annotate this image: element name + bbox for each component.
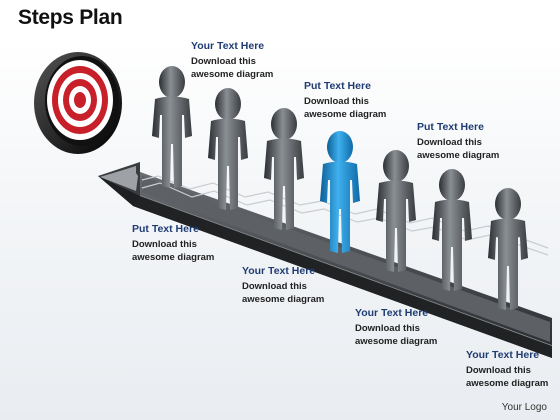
step-label-1: Your Text Here Download this awesome dia…: [191, 40, 316, 81]
target-icon: [34, 52, 122, 154]
figure-2: [208, 88, 248, 210]
step-label-3: Your Text Here Download this awesome dia…: [242, 265, 367, 306]
step-label-4: Put Text Here Download this awesome diag…: [304, 80, 429, 121]
step-label-heading: Your Text Here: [191, 40, 265, 52]
step-label-heading: Put Text Here: [417, 121, 484, 133]
step-label-heading: Your Text Here: [466, 349, 540, 361]
step-label-6: Put Text Here Download this awesome diag…: [417, 121, 542, 162]
step-label-line: awesome diagram: [304, 109, 387, 120]
step-label-heading: Put Text Here: [132, 223, 199, 235]
step-label-line: awesome diagram: [466, 378, 549, 389]
step-label-line: Download this: [242, 281, 307, 292]
step-label-heading: Put Text Here: [304, 80, 371, 92]
step-label-heading: Your Text Here: [242, 265, 316, 277]
step-label-2: Put Text Here Download this awesome diag…: [132, 223, 257, 264]
step-label-heading: Your Text Here: [355, 307, 429, 319]
step-label-line: awesome diagram: [132, 252, 215, 263]
step-label-5: Your Text Here Download this awesome dia…: [355, 307, 480, 348]
step-label-line: Download this: [191, 56, 256, 67]
logo-text: Your Logo: [501, 402, 547, 413]
steps-arrow: [98, 162, 553, 358]
figure-5: [376, 150, 416, 272]
step-label-line: Download this: [417, 137, 482, 148]
page-title: Steps Plan: [18, 6, 123, 29]
step-label-line: Download this: [304, 96, 369, 107]
step-label-line: awesome diagram: [355, 336, 438, 347]
step-label-7: Your Text Here Download this awesome dia…: [466, 349, 560, 390]
figure-6: [432, 169, 472, 291]
step-label-line: awesome diagram: [417, 150, 500, 161]
step-label-line: Download this: [355, 323, 420, 334]
figure-7: [488, 188, 528, 310]
step-label-line: Download this: [132, 239, 197, 250]
figure-3: [264, 108, 304, 230]
figure-1: [152, 66, 192, 188]
step-label-line: Download this: [466, 365, 531, 376]
figure-highlighted: [320, 131, 360, 253]
step-label-line: awesome diagram: [191, 69, 274, 80]
step-label-line: awesome diagram: [242, 294, 325, 305]
